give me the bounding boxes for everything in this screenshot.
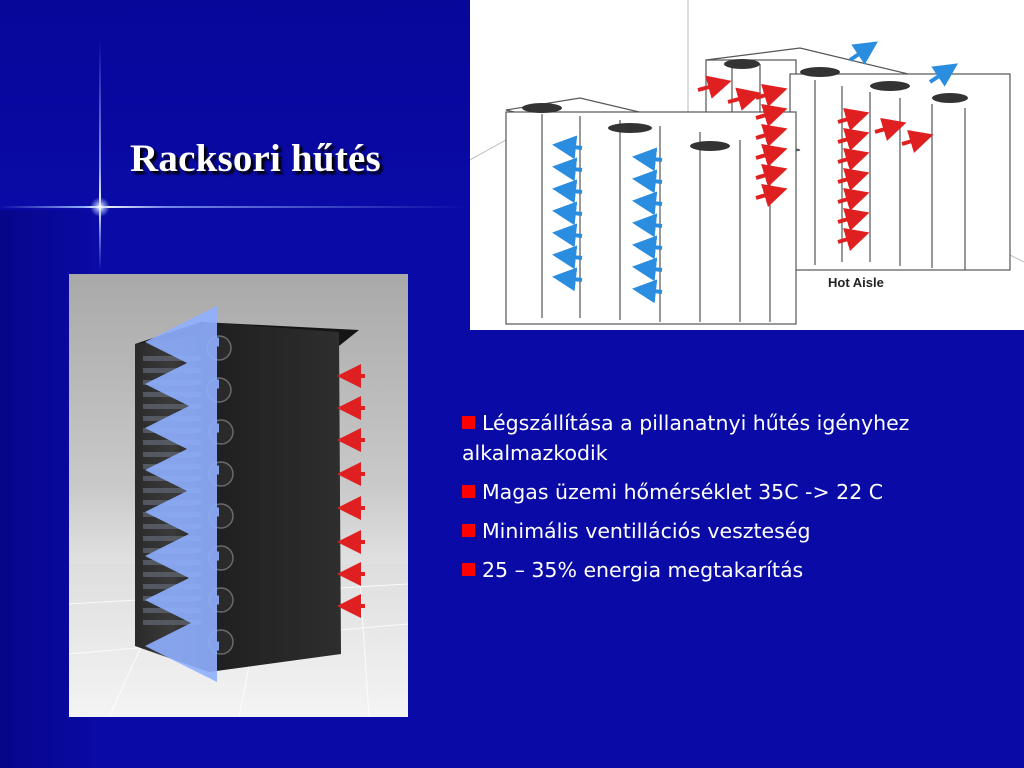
bullet-text: Légszállítása a pillanatnyi hűtés igényh… [462, 411, 910, 465]
light-flare-vertical [99, 40, 101, 270]
hot-air-arrows [697, 75, 934, 251]
bullet-item: 25 – 35% energia megtakarítás [462, 555, 982, 585]
bullet-text: 25 – 35% energia megtakarítás [482, 558, 804, 582]
square-bullet-icon [462, 485, 475, 498]
top-decor-band [0, 0, 470, 210]
light-flare-center [90, 197, 110, 217]
cold-air-arrows [552, 41, 958, 304]
bullet-item: Légszállítása a pillanatnyi hűtés igényh… [462, 408, 982, 468]
bullet-text: Minimális ventillációs veszteség [482, 519, 811, 543]
slide-title: Racksori hűtés [130, 137, 381, 180]
bullet-text: Magas üzemi hőmérséklet 35C -> 22 C [482, 480, 884, 504]
rack-cooling-image [69, 274, 408, 717]
square-bullet-icon [462, 416, 475, 429]
square-bullet-icon [462, 563, 475, 576]
bullet-item: Minimális ventillációs veszteség [462, 516, 982, 546]
hot-aisle-diagram-image: Hot Aisle [470, 0, 1024, 330]
bullet-list: Légszállítása a pillanatnyi hűtés igényh… [462, 408, 982, 594]
bullet-item: Magas üzemi hőmérséklet 35C -> 22 C [462, 477, 982, 507]
hot-aisle-label: Hot Aisle [828, 275, 884, 290]
square-bullet-icon [462, 524, 475, 537]
light-flare-horizontal [0, 206, 470, 208]
